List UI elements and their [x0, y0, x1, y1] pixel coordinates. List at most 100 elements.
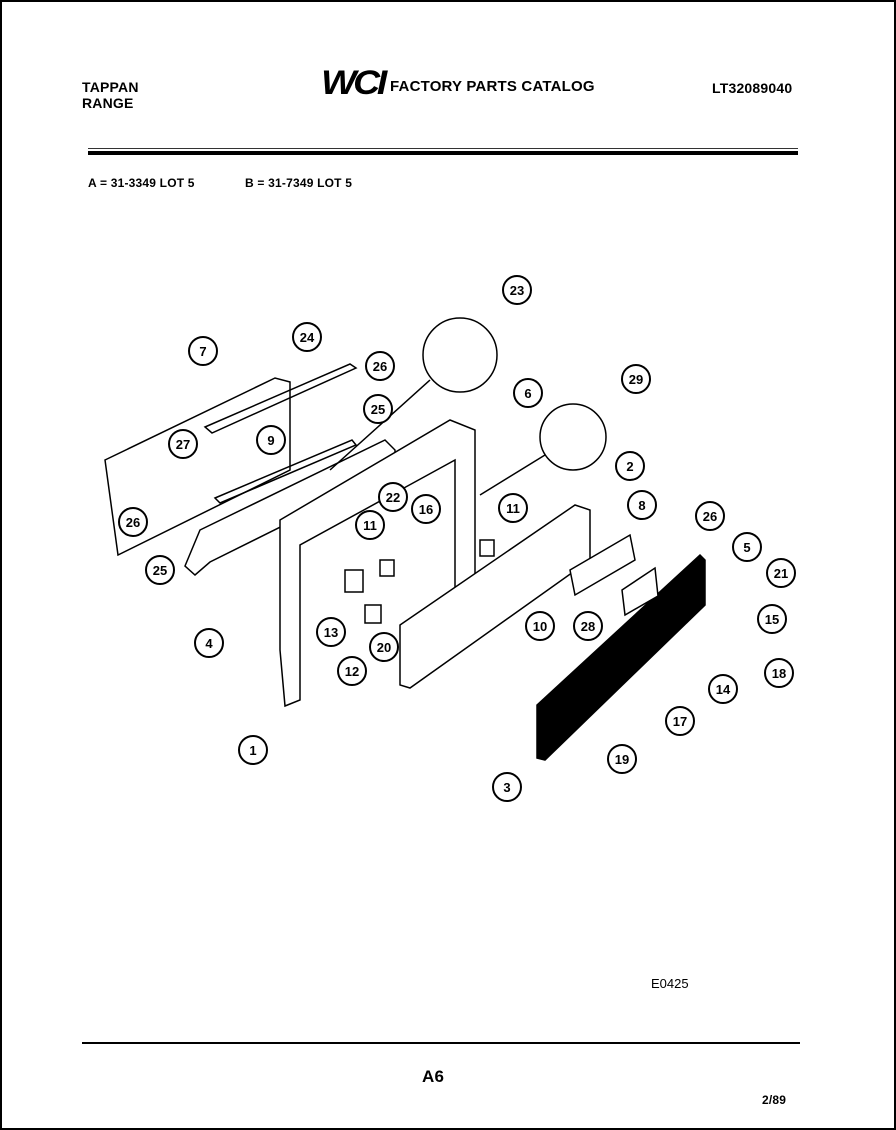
callout-label: 25 — [153, 563, 167, 578]
callout-circle — [764, 658, 794, 688]
callout-label: 20 — [377, 640, 391, 655]
callout-25: 25 — [363, 394, 393, 424]
part-control-frame — [279, 419, 476, 708]
part-trim-9 — [213, 439, 358, 504]
footer-rule — [82, 1042, 800, 1044]
callout-circle — [365, 351, 395, 381]
part-overlay — [536, 553, 706, 761]
callout-label: 16 — [419, 502, 433, 517]
part-switch-11b — [479, 539, 495, 557]
part-switch-13 — [344, 569, 364, 593]
callout-circle — [337, 656, 367, 686]
callout-label: 21 — [774, 566, 788, 581]
callout-26: 26 — [365, 351, 395, 381]
callout-circle — [292, 322, 322, 352]
callout-circle — [502, 275, 532, 305]
callout-circle — [145, 555, 175, 585]
drawing-code: E0425 — [651, 976, 689, 991]
callout-20: 20 — [369, 632, 399, 662]
callout-circle — [188, 336, 218, 366]
part-trim-24 — [203, 363, 358, 434]
callout-12: 12 — [337, 656, 367, 686]
callout-label: 26 — [373, 359, 387, 374]
callout-circle — [256, 425, 286, 455]
callout-23: 23 — [502, 275, 532, 305]
model-number: LT32089040 — [712, 80, 793, 96]
page-number: A6 — [422, 1067, 445, 1086]
model-b: B = 31-7349 LOT 5 — [245, 176, 353, 190]
callout-9: 9 — [256, 425, 286, 455]
callout-circle — [708, 674, 738, 704]
callout-circle — [607, 744, 637, 774]
callout-27: 27 — [168, 429, 198, 459]
callout-18: 18 — [764, 658, 794, 688]
callout-label: 8 — [638, 498, 645, 513]
callout-15: 15 — [757, 604, 787, 634]
callout-label: 15 — [765, 612, 779, 627]
callout-label: 9 — [267, 433, 274, 448]
callout-13: 13 — [316, 617, 346, 647]
part-bracket — [569, 533, 636, 597]
callout-label: 13 — [324, 625, 338, 640]
callout-3: 3 — [492, 772, 522, 802]
callout-label: 17 — [673, 714, 687, 729]
callout-label: 2 — [626, 459, 633, 474]
callout-label: 14 — [716, 682, 731, 697]
callout-label: 10 — [533, 619, 547, 634]
callout-29: 29 — [621, 364, 651, 394]
callout-28: 28 — [573, 611, 603, 641]
catalog-title: FACTORY PARTS CATALOG — [390, 78, 595, 95]
model-a: A = 31-3349 LOT 5 — [88, 176, 195, 190]
part-switch-11a — [379, 559, 395, 577]
callout-circle — [168, 429, 198, 459]
callout-circle — [627, 490, 657, 520]
callout-label: 24 — [300, 330, 315, 345]
callout-circle — [316, 617, 346, 647]
part-switch-12 — [364, 604, 382, 624]
callout-16: 16 — [411, 494, 441, 524]
callout-label: 3 — [503, 780, 510, 795]
callout-21: 21 — [766, 558, 796, 588]
callout-14: 14 — [708, 674, 738, 704]
callout-circle — [525, 611, 555, 641]
callout-label: 7 — [199, 344, 206, 359]
callout-label: 12 — [345, 664, 359, 679]
callout-circle — [665, 706, 695, 736]
callout-24: 24 — [292, 322, 322, 352]
callout-circle — [492, 772, 522, 802]
callout-11: 11 — [498, 493, 528, 523]
part-control-panel — [399, 504, 591, 689]
callout-label: 25 — [371, 402, 385, 417]
callout-label: 6 — [524, 386, 531, 401]
callout-circle — [194, 628, 224, 658]
callout-1: 1 — [238, 735, 268, 765]
callout-label: 29 — [629, 372, 643, 387]
callout-circle — [355, 510, 385, 540]
detail-circle-23 — [422, 317, 498, 393]
callout-circle — [621, 364, 651, 394]
callout-7: 7 — [188, 336, 218, 366]
wci-logo: WCI — [321, 64, 387, 102]
callout-circle — [615, 451, 645, 481]
callout-circle — [573, 611, 603, 641]
detail-circle-29 — [539, 403, 607, 471]
callout-10: 10 — [525, 611, 555, 641]
callout-label: 11 — [363, 518, 377, 533]
callout-circle — [757, 604, 787, 634]
callout-label: 5 — [743, 540, 750, 555]
callout-circle — [766, 558, 796, 588]
callout-26: 26 — [118, 507, 148, 537]
callout-5: 5 — [732, 532, 762, 562]
part-shapes — [104, 317, 706, 761]
callout-19: 19 — [607, 744, 637, 774]
callout-label: 4 — [205, 636, 213, 651]
part-window-28 — [621, 566, 659, 617]
callout-circle — [378, 482, 408, 512]
brand-line1: TAPPAN — [82, 79, 139, 95]
callout-circle — [498, 493, 528, 523]
callout-circle — [238, 735, 268, 765]
callout-label: 23 — [510, 283, 524, 298]
header-rule — [88, 151, 798, 155]
